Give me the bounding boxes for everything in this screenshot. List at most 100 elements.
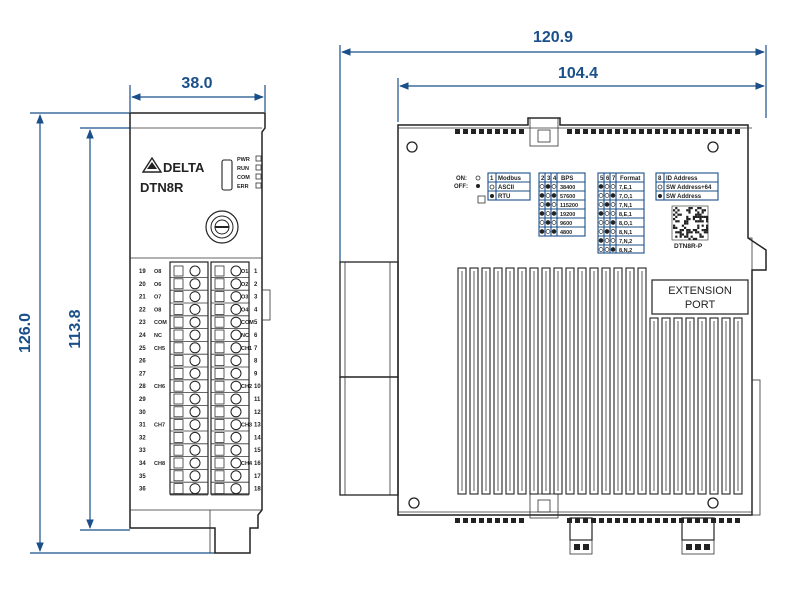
- terminal-label: CH5: [154, 346, 165, 352]
- qr-module: [673, 226, 676, 229]
- vent-hole: [503, 518, 508, 523]
- protocol-cell: RTU: [498, 194, 510, 200]
- vent-hole: [583, 518, 588, 523]
- terminal-number: 35: [139, 474, 146, 480]
- terminal-label: CH3: [241, 423, 252, 429]
- terminal-screw: [189, 457, 201, 469]
- terminal-slot: [173, 457, 184, 469]
- vent-hole: [495, 518, 500, 523]
- qr-module: [677, 209, 680, 212]
- qr-module: [688, 229, 691, 232]
- bps-value: 38400: [560, 185, 575, 191]
- vent-hole: [495, 129, 500, 134]
- qr-module: [701, 224, 704, 227]
- qr-module: [675, 215, 678, 218]
- qr-module: [686, 222, 689, 225]
- terminal-number: 7: [254, 346, 258, 352]
- terminal-slot: [214, 393, 225, 405]
- vent-slot: [697, 317, 707, 495]
- protocol-cell: ASCII: [498, 185, 514, 191]
- terminal-number: 6: [254, 333, 258, 339]
- format-header: 6: [606, 176, 610, 182]
- vent-hole: [607, 129, 612, 134]
- vent-slot: [661, 317, 671, 495]
- terminal-number: 27: [139, 371, 146, 377]
- rotary-switch: [205, 210, 239, 244]
- dip-indicator: [539, 211, 545, 216]
- vent-hole: [727, 518, 732, 523]
- qr-module: [675, 235, 678, 238]
- vent-slot: [601, 267, 611, 495]
- terminal-slot: [214, 303, 225, 315]
- dip-indicator: [551, 202, 557, 207]
- terminal-screw: [189, 419, 201, 431]
- terminal-screw: [230, 278, 242, 290]
- front-width-label: 38.0: [181, 75, 212, 92]
- qr-module: [688, 207, 691, 210]
- vent-hole: [615, 518, 620, 523]
- format-value: 7,O,1: [619, 194, 632, 200]
- terminal-screw: [189, 329, 201, 341]
- dip-indicator: [551, 220, 557, 225]
- dip-indicator: [604, 184, 610, 189]
- top-vents: [455, 129, 740, 134]
- dip-indicator: [598, 229, 604, 234]
- qr-module: [684, 226, 687, 229]
- dip-indicator: [598, 247, 604, 252]
- terminal-label: CH6: [154, 384, 165, 390]
- format-value: 7,N,2: [619, 239, 632, 245]
- terminal-screw: [189, 303, 201, 315]
- bottom-connector: [681, 517, 715, 555]
- vent-slot: [685, 317, 695, 495]
- front-outline: [129, 112, 266, 554]
- vent-hole: [463, 129, 468, 134]
- qr-module: [706, 226, 709, 229]
- vent-hole: [695, 129, 700, 134]
- vent-hole: [687, 518, 692, 523]
- dip-indicator: [598, 184, 604, 189]
- vent-hole: [583, 129, 588, 134]
- vent-hole: [615, 129, 620, 134]
- qr-module: [688, 237, 691, 240]
- dip-indicator: [545, 193, 551, 198]
- vent-slot: [589, 267, 599, 495]
- bps-header: BPS: [561, 176, 573, 182]
- extension-port-line-1: EXTENSION: [668, 285, 732, 297]
- qr-module: [703, 209, 706, 212]
- terminal-label: NC: [241, 333, 249, 339]
- mounting-hole: [707, 141, 719, 153]
- dip-indicator: [545, 211, 551, 216]
- qr-module: [692, 215, 695, 218]
- led-indicator: [255, 155, 262, 162]
- terminal-screw: [230, 470, 242, 482]
- qr-module: [677, 213, 680, 216]
- terminal-screw: [230, 265, 242, 277]
- vent-slot: [709, 317, 719, 495]
- terminal-screw: [230, 291, 242, 303]
- dip-indicator: [539, 220, 545, 225]
- vent-hole: [591, 518, 596, 523]
- qr-module: [690, 231, 693, 234]
- format-value: 8,O,1: [619, 221, 632, 227]
- dip-indicator: [598, 220, 604, 225]
- terminal-screw: [230, 393, 242, 405]
- bottom-connector: [569, 517, 593, 555]
- vent-hole: [679, 129, 684, 134]
- vent-hole: [519, 518, 524, 523]
- qr-module: [706, 229, 709, 232]
- qr-module: [695, 229, 698, 232]
- vent-hole: [471, 518, 476, 523]
- qr-module: [706, 224, 709, 227]
- terminal-number: 26: [139, 359, 146, 365]
- terminal-slot: [214, 367, 225, 379]
- format-header: Format: [620, 176, 640, 182]
- terminal-number: 24: [139, 333, 146, 339]
- terminal-slot: [173, 470, 184, 482]
- qr-module: [686, 229, 689, 232]
- vent-hole: [671, 129, 676, 134]
- terminal-number: 21: [139, 295, 146, 301]
- bps-value: 4800: [560, 230, 572, 236]
